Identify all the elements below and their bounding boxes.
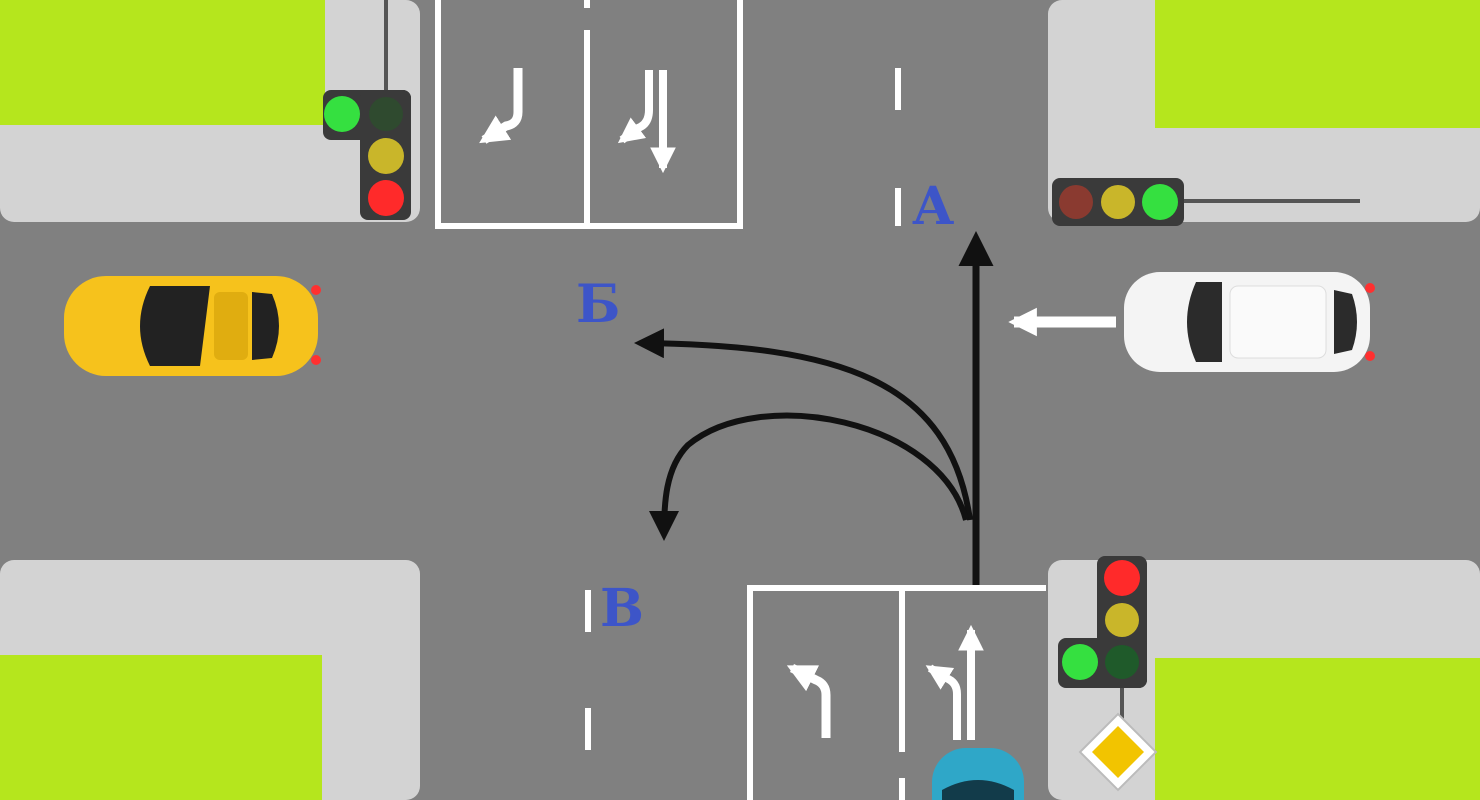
- corner-south-east: [1048, 560, 1480, 800]
- route-label-a: А: [912, 176, 954, 237]
- traffic-light-south-east: [1058, 556, 1147, 720]
- signal-dark: [369, 97, 403, 131]
- traffic-light-north-east: [1052, 178, 1360, 226]
- route-label-v: В: [600, 578, 644, 639]
- traffic-light-north-west: [323, 0, 411, 220]
- signal-dark-green: [1105, 645, 1139, 679]
- route-arrow-uturn-v: [649, 412, 969, 541]
- south-lane-markings: [747, 585, 1046, 800]
- signal-green: [1142, 184, 1178, 220]
- south-lane-arrow-left: [786, 663, 831, 738]
- route-arrow-left-b: [634, 328, 973, 521]
- signal-yellow: [1101, 185, 1135, 219]
- north-lane-arrow-left-straight: [617, 70, 676, 174]
- teal-car: [932, 748, 1024, 800]
- signal-red: [1104, 560, 1140, 596]
- north-lane-markings: [435, 0, 743, 229]
- signal-yellow: [1105, 603, 1139, 637]
- signal-red: [368, 180, 404, 216]
- corner-north-east: [1048, 0, 1480, 222]
- white-car: [1124, 272, 1375, 372]
- south-lane-arrow-left-straight: [925, 624, 984, 740]
- corner-north-west: [0, 0, 420, 222]
- signal-green-arrow: [324, 96, 360, 132]
- priority-road-sign: [1078, 712, 1158, 792]
- north-lane-arrow-left: [479, 68, 523, 144]
- route-label-b: Б: [576, 274, 620, 335]
- signal-red: [1059, 185, 1093, 219]
- signal-green-arrow: [1062, 644, 1098, 680]
- signal-yellow: [368, 138, 404, 174]
- corner-south-west: [0, 560, 420, 800]
- yellow-car: [64, 276, 321, 376]
